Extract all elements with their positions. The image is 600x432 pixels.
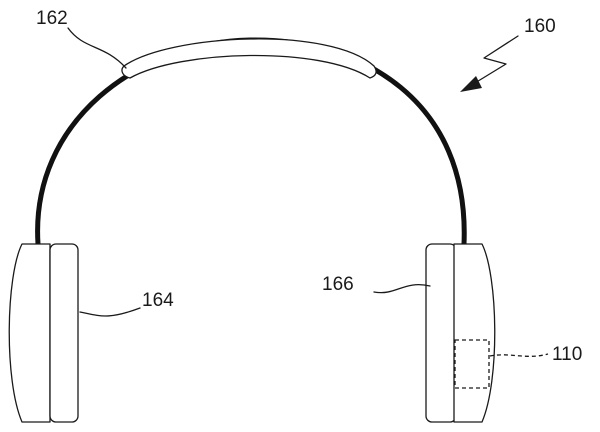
leader-164: [79, 307, 141, 317]
label-figure-ref: 160: [524, 16, 556, 37]
figure-reference-arrowhead: [460, 76, 482, 92]
left-earcup-shell: [8, 243, 51, 423]
internal-component-box: [454, 339, 490, 389]
label-right-earcup: 166: [322, 274, 354, 295]
left-earcup-cushion: [49, 243, 79, 423]
label-left-earcup: 164: [142, 290, 174, 311]
figure-reference-arrow: [469, 35, 519, 87]
right-earcup-shell: [453, 243, 496, 423]
leader-162: [67, 27, 127, 69]
right-earcup-cushion: [425, 243, 457, 423]
headband: [35, 37, 467, 247]
headband-cushion: [121, 38, 377, 79]
label-component: 110: [552, 344, 582, 365]
leader-166: [373, 284, 431, 294]
label-headband-cushion: 162: [36, 8, 68, 29]
leader-110: [489, 353, 549, 357]
